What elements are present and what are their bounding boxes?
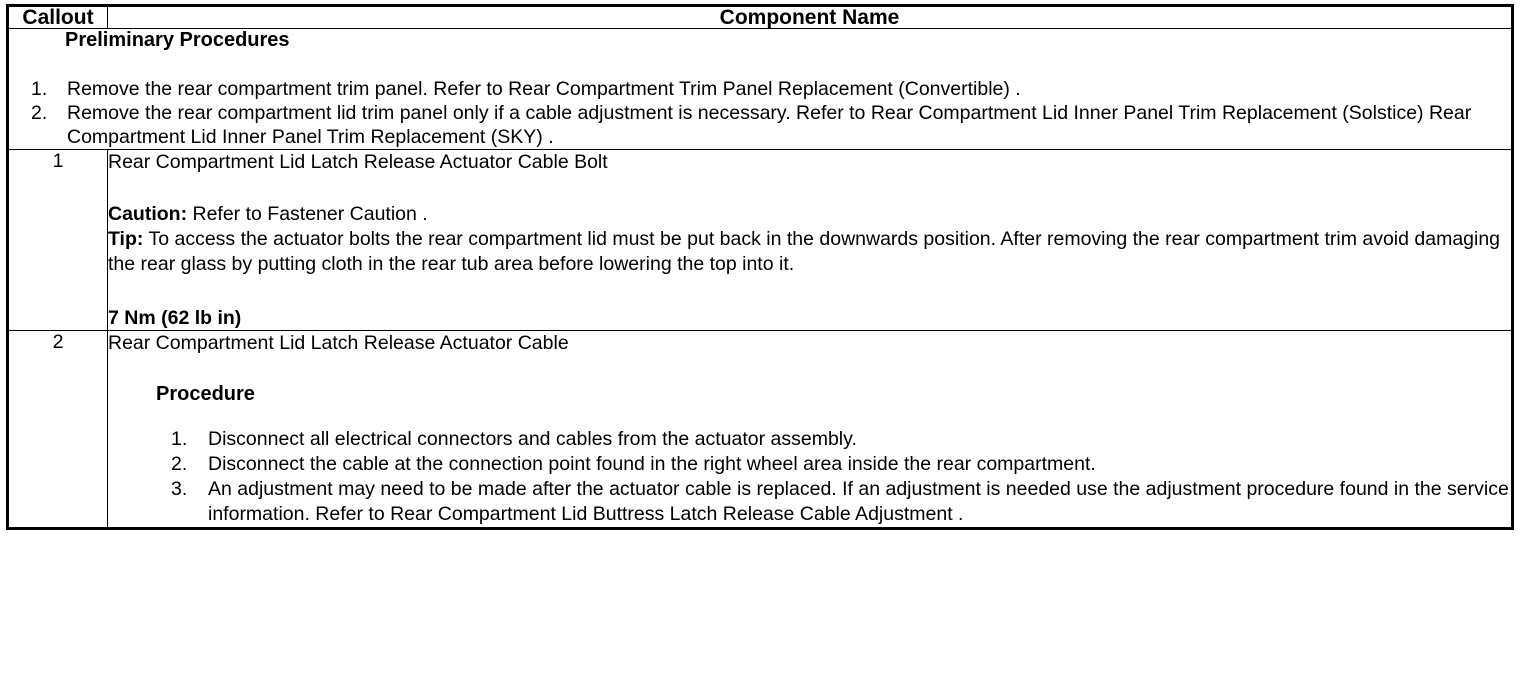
caution-note: Caution: Refer to Fastener Caution .: [108, 202, 1511, 227]
tip-text: To access the actuator bolts the rear co…: [108, 228, 1501, 275]
spacer: [9, 51, 1511, 77]
caution-text: Refer to Fastener Caution .: [187, 203, 428, 225]
component-name-1: Rear Compartment Lid Latch Release Actua…: [108, 151, 608, 173]
table-header-row: Callout Component Name: [7, 5, 1513, 29]
preliminary-procedures-row: Preliminary Procedures Remove the rear c…: [7, 28, 1513, 150]
preliminary-procedures-title: Preliminary Procedures: [65, 29, 290, 51]
component-table: Callout Component Name Preliminary Proce…: [6, 4, 1514, 530]
spacer: [108, 355, 1511, 383]
table-row: 1 Rear Compartment Lid Latch Release Act…: [7, 149, 1513, 331]
callout-number-1: 1: [7, 149, 108, 331]
list-item: An adjustment may need to be made after …: [171, 477, 1509, 525]
column-header-component-name: Component Name: [107, 5, 1513, 29]
procedure-heading: Procedure: [156, 383, 255, 405]
caution-label: Caution:: [108, 203, 188, 225]
list-item: Remove the rear compartment trim panel. …: [31, 77, 1021, 101]
torque-specification: 7 Nm (62 lb in): [108, 307, 242, 329]
list-item: Disconnect all electrical connectors and…: [171, 427, 857, 452]
preliminary-procedures-cell: Preliminary Procedures Remove the rear c…: [7, 28, 1513, 150]
spacer: [108, 174, 1511, 202]
spacer: [108, 277, 1511, 307]
procedure-steps-list: Disconnect all electrical connectors and…: [108, 427, 1511, 527]
component-name-2: Rear Compartment Lid Latch Release Actua…: [108, 332, 569, 354]
component-detail-cell-1: Rear Compartment Lid Latch Release Actua…: [107, 149, 1513, 331]
spacer: [108, 405, 1511, 427]
tip-label: Tip:: [108, 228, 144, 250]
component-detail-cell-2: Rear Compartment Lid Latch Release Actua…: [107, 330, 1513, 529]
preliminary-steps-list: Remove the rear compartment trim panel. …: [9, 77, 1511, 149]
list-item: Remove the rear compartment lid trim pan…: [31, 101, 1472, 148]
list-item: Disconnect the cable at the connection p…: [171, 452, 1096, 477]
table-row: 2 Rear Compartment Lid Latch Release Act…: [7, 330, 1513, 529]
column-header-callout: Callout: [7, 5, 108, 29]
callout-number-2: 2: [7, 330, 108, 529]
tip-note: Tip: To access the actuator bolts the re…: [108, 227, 1511, 277]
